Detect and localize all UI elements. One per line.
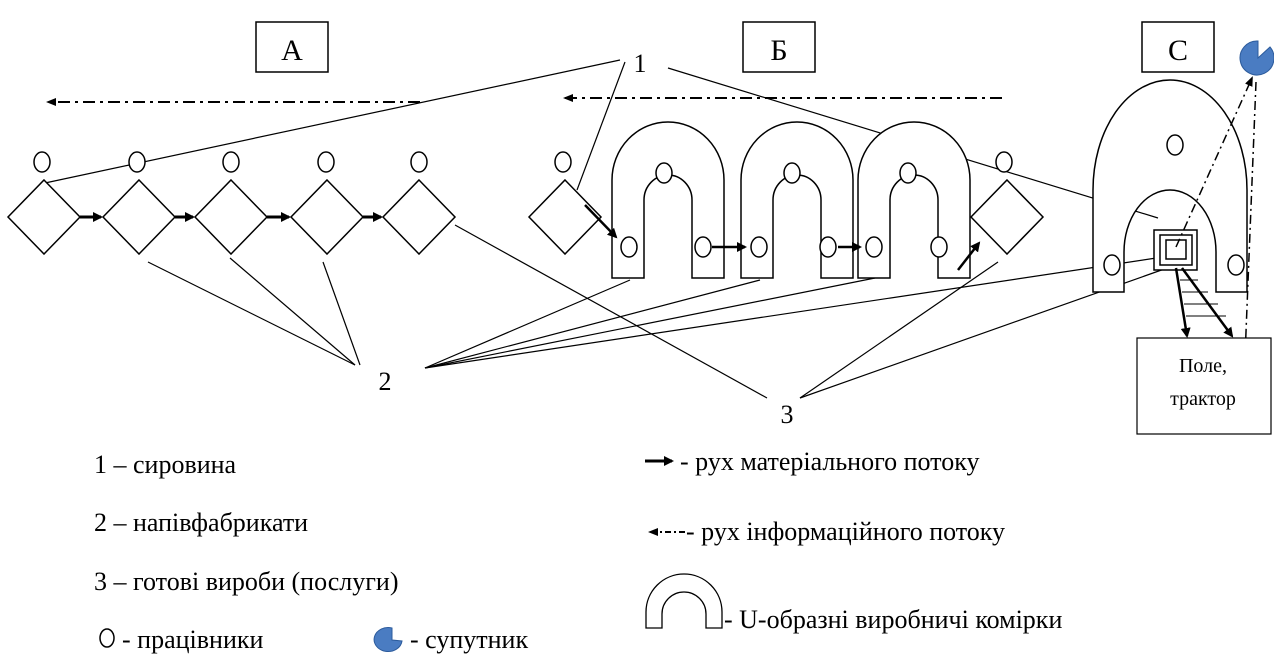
legend-worker-icon: [99, 628, 115, 648]
legend-satellite-label: - супутник: [410, 625, 528, 654]
marker-3-finished-goods: 3: [781, 400, 794, 429]
section-c-material-arrows: [1174, 267, 1234, 338]
section-c-label: С: [1168, 34, 1188, 67]
workstation-a2: [101, 178, 177, 256]
workstation-b-in: [527, 178, 603, 256]
section-c-hatching: [1180, 279, 1226, 317]
worker-c-left: [1103, 254, 1121, 276]
section-b-material-arrows: [584, 204, 981, 271]
worker-a3: [222, 151, 240, 173]
legend-info-flow-label: - рух інформаційного потоку: [686, 517, 1005, 546]
leader-lines-raw: [44, 59, 1159, 219]
legend-u-cells-label: - U-образні виробничі комірки: [724, 605, 1062, 634]
worker-a2: [128, 151, 146, 173]
worker-a5: [410, 151, 428, 173]
legend-item-finished-goods: 3 – готові вироби (послуги): [94, 567, 399, 596]
section-c-box: С: [1141, 21, 1215, 73]
section-b-label: Б: [770, 34, 787, 67]
section-c-cells: [1092, 79, 1248, 293]
section-a-box: А: [255, 21, 329, 73]
worker-b1-right: [694, 236, 712, 258]
section-a-label: А: [281, 34, 303, 67]
worker-b-out: [995, 151, 1013, 173]
worker-b-in: [554, 151, 572, 173]
legend-workers-label: - працівники: [122, 625, 263, 654]
legend-u-cell-icon: [645, 573, 723, 629]
worker-a4: [317, 151, 335, 173]
section-b-cells: [527, 121, 1045, 279]
marker-1-raw-material: 1: [634, 49, 647, 78]
worker-c-right: [1227, 254, 1245, 276]
legend-item-semi-finished: 2 – напівфабрикати: [94, 508, 308, 537]
satellite-icon: [1239, 40, 1274, 76]
worker-b2-top: [783, 162, 801, 184]
field-tractor-line2: трактор: [1170, 388, 1236, 410]
legend-item-raw-material: 1 – сировина: [94, 450, 237, 479]
worker-b2-left: [750, 236, 768, 258]
workstation-a4: [289, 178, 365, 256]
worker-b2-right: [819, 236, 837, 258]
section-b-box: Б: [742, 21, 816, 73]
legend-satellite-icon: [373, 627, 403, 652]
legend-material-flow-label: - рух матеріального потоку: [680, 447, 979, 476]
worker-b1-top: [655, 162, 673, 184]
workstation-a5: [381, 178, 457, 256]
workstation-a1: [6, 178, 82, 256]
worker-b3-right: [930, 236, 948, 258]
worker-b3-top: [899, 162, 917, 184]
workcell-c-inner: [1165, 239, 1187, 260]
field-tractor-line1: Поле,: [1179, 355, 1227, 377]
workstation-b-out: [969, 178, 1045, 256]
section-a-chain: [6, 151, 457, 256]
worker-b1-left: [620, 236, 638, 258]
leader-lines-semi: [147, 256, 1164, 369]
section-c-info-flow: [1175, 76, 1257, 384]
workstation-a3: [193, 178, 269, 256]
worker-c-top: [1166, 134, 1184, 156]
field-tractor-box: Поле, трактор: [1136, 337, 1272, 435]
worker-a1: [33, 151, 51, 173]
worker-b3-left: [865, 236, 883, 258]
marker-2-semi-finished: 2: [379, 367, 392, 396]
u-cell-c-outer: [1092, 79, 1248, 293]
